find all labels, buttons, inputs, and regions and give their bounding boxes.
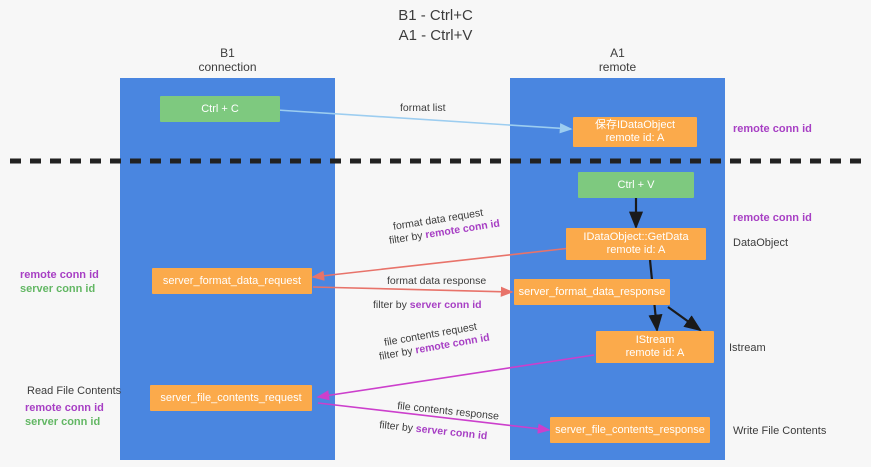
filter-key-server-conn-id: server conn id xyxy=(415,422,488,443)
edge-label-file-contents-response: file contents response xyxy=(396,399,500,423)
node-idataobject-getdata[interactable]: IDataObject::GetData remote id: A xyxy=(566,228,706,260)
side-label-server-conn-id-left-2: server conn id xyxy=(25,416,101,428)
side-label-read-file-contents: Read File Contents xyxy=(27,385,122,397)
node-ctrl-v[interactable]: Ctrl + V xyxy=(578,172,694,198)
node-server-file-contents-request[interactable]: server_file_contents_request xyxy=(150,385,312,411)
edge-label-file-contents-response-filter: filter by server conn id xyxy=(379,418,488,443)
node-server-file-contents-response[interactable]: server_file_contents_response xyxy=(550,417,710,443)
side-label-dataobject: DataObject xyxy=(733,237,789,249)
edge-label-format-data-response-filter: filter by server conn id xyxy=(373,298,482,312)
filter-prefix: filter by xyxy=(378,344,417,363)
side-label-server-conn-id-left: server conn id xyxy=(20,283,96,295)
side-label-remote-conn-id-left-2: remote conn id xyxy=(25,402,104,414)
edge-label-format-data-response: format data response xyxy=(387,275,487,287)
node-istream[interactable]: IStream remote id: A xyxy=(596,331,714,363)
filter-prefix: filter by xyxy=(373,299,410,311)
node-server-format-data-request[interactable]: server_format_data_request xyxy=(152,268,312,294)
lane-header-b1: B1 connection xyxy=(198,46,257,74)
node-ctrl-c[interactable]: Ctrl + C xyxy=(160,96,280,122)
filter-prefix: filter by xyxy=(378,418,417,435)
side-label-istream: Istream xyxy=(729,342,766,354)
node-save-idataobject[interactable]: 保存IDataObject remote id: A xyxy=(573,117,697,147)
side-label-write-file-contents: Write File Contents xyxy=(733,425,827,437)
side-label-remote-conn-id-mid: remote conn id xyxy=(733,212,812,224)
node-server-format-data-response[interactable]: server_format_data_response xyxy=(514,279,670,305)
lane-header-a1: A1 remote xyxy=(598,46,637,74)
filter-key-server-conn-id: server conn id xyxy=(409,299,482,311)
side-label-remote-conn-id-top: remote conn id xyxy=(733,123,812,135)
side-label-remote-conn-id-left: remote conn id xyxy=(20,269,99,281)
page-title: B1 - Ctrl+C A1 - Ctrl+V xyxy=(398,7,473,44)
edge-label-format-list: format list xyxy=(400,102,446,114)
